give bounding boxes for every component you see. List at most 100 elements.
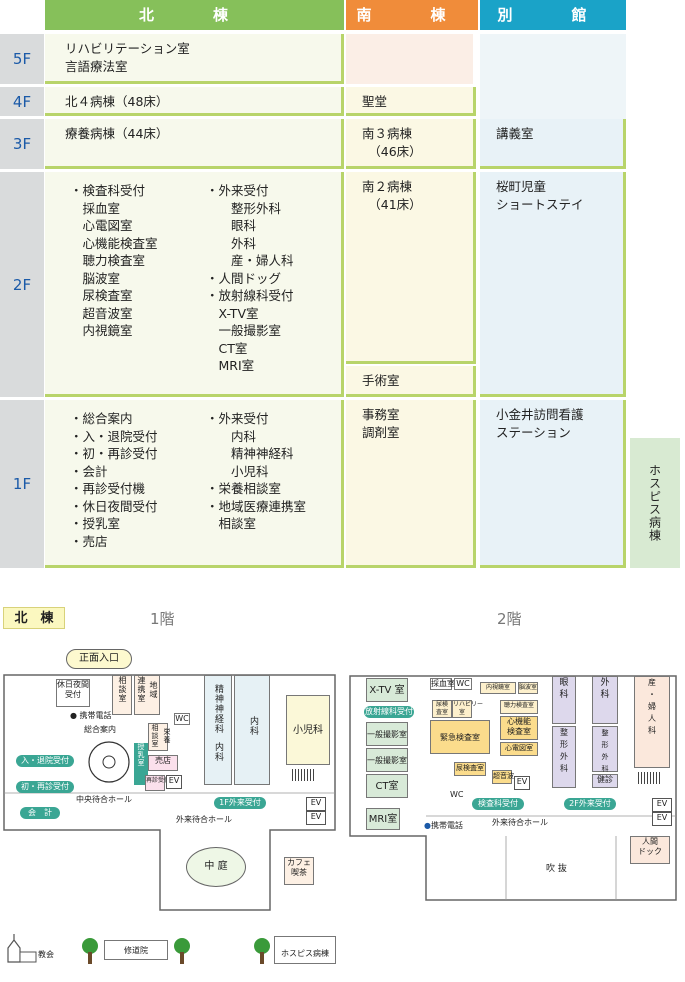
f2-orthopedics: 整 形 外 科 (552, 726, 576, 788)
floor-label-3f: 3F (0, 119, 44, 169)
f1-internal-medicine-room: 内科 (234, 675, 270, 785)
f2-outer-hall: 外来待合ホール (492, 818, 548, 827)
north-3f-ward: 療養病棟（44床） (45, 119, 344, 169)
north-1f-box (45, 400, 344, 568)
f1-reentry-machine: 再診受付機 (145, 775, 176, 791)
f2-xray-room-2: 一般撮影室 (366, 748, 408, 772)
tree-icon (82, 938, 98, 964)
f2-urine-test-small: 尿検 査室 (432, 700, 452, 718)
north-4f-ward: 北４病棟（48床） (45, 87, 344, 116)
f2-urinalysis: 尿検査室 (454, 762, 486, 776)
tree-icon (174, 938, 190, 964)
f1-outpatient-desk[interactable]: 1F外来受付 (214, 797, 266, 809)
annex-header: 別 館 (480, 0, 626, 30)
north-1f-right-list: ・外来受付 内科 精神神経科 小児科 ・栄養相談室 ・地域医療連携室 相談室 (206, 411, 307, 531)
f1-cafe: カフェ 喫茶 (284, 857, 314, 885)
south-2f-ward: 南２病棟 （41床） (346, 172, 476, 364)
f1-regional-liaison: 地域 連携室 (134, 675, 160, 715)
f1-night-reception: 休日夜間 受付 (56, 679, 90, 707)
f2-mri-room: MRI室 (366, 808, 400, 830)
north-2f-right-list: ・外来受付 整形外科 眼科 外科 産・婦人科 ・人間ドッグ ・放射線科受付 X-… (206, 183, 294, 373)
f2-radiology-desk[interactable]: 放射線科受付 (364, 706, 414, 718)
floor2-title: 2階 (497, 610, 522, 628)
f1-outer-hall: 外来待合ホール (176, 815, 232, 824)
f2-stairs (638, 772, 662, 784)
f1-payment-desk[interactable]: 会 計 (20, 807, 60, 819)
f2-blood-draw: 採血室 (430, 678, 455, 690)
f2-surgery: 外 科 (592, 676, 618, 724)
annex-3f-lecture: 講義室 (480, 119, 626, 169)
f1-pediatrics: 小児科 (286, 695, 330, 765)
f2-ecg-room: 心電図室 (500, 742, 538, 756)
f2-xtv-room: X-TV 室 (366, 678, 408, 702)
f1-main-entrance[interactable]: 正面入口 (66, 649, 132, 669)
north-1f-left-list: ・総合案内 ・入・退院受付 ・初・再診受付 ・会計 ・再診受付機 ・休日夜間受付… (70, 411, 158, 549)
f2-ophthalmology: 眼 科 (552, 676, 576, 724)
hospice-ward-box: ホスピス病棟 (630, 438, 680, 568)
f1-psychiatry-room: 精神神経科 内科 (204, 675, 232, 785)
f2-obgyn: 産 ・ 婦 人 科 (634, 676, 670, 768)
south-building-header: 南 棟 (346, 0, 478, 30)
north-2f-left-list: ・検査科受付 採血室 心電図室 心機能検査室 聴力検査室 脳波室 尿検査室 超音… (70, 183, 158, 338)
south-3f-ward: 南３病棟 （46床） (346, 119, 476, 169)
annex-1f-visiting-nurse: 小金井訪問看護 ステーション (480, 400, 626, 568)
f2-wc-2: WC (450, 790, 464, 799)
f2-ultrasound: 超音波 (492, 770, 514, 784)
floor-label-1f: 1F (0, 400, 44, 568)
church-label: 教会 (38, 950, 54, 959)
floor2-map: X-TV 室 放射線科受付 一般撮影室 一般撮影室 CT室 MRI室 採血室 W… (346, 666, 685, 906)
floor-label-5f: 5F (0, 34, 44, 84)
f1-central-hall: 中央待合ホール (76, 795, 132, 804)
f2-phone-area: ●携帯電話 (424, 821, 463, 830)
f1-elevator-small: EV (166, 775, 182, 789)
south-1f-office: 事務室 調剤室 (346, 400, 476, 568)
f1-info-desk (88, 741, 130, 783)
f2-health-check: 健診 (592, 774, 618, 788)
f1-shop: 売店 (148, 755, 178, 771)
f1-general-info: 総合案内 (84, 725, 116, 734)
floor1-map: 正面入口 休日夜間 受付 相談室 地域 連携室 ● 携帯電話 総合案内 WC 栄… (0, 645, 345, 915)
f2-elevator-1: EV (652, 798, 672, 812)
f1-first-visit-desk[interactable]: 初・再診受付 (16, 781, 74, 793)
f2-orthopedics-2: 整 形 外 科 (592, 726, 618, 773)
f2-atrium: 吹 抜 (546, 864, 567, 874)
f2-eeg-room: 脳波室 (518, 682, 538, 694)
f1-nutrition-consult: 栄養 相談室 (148, 723, 171, 751)
f1-elevator-2: EV (306, 811, 326, 825)
floor-label-4f: 4F (0, 87, 44, 116)
convent-label: 修道院 (104, 940, 168, 960)
f2-xray-room-1: 一般撮影室 (366, 722, 408, 746)
legend-row: 教会 修道院 ホスピス病棟 (0, 930, 345, 970)
f1-courtyard: 中 庭 (186, 847, 246, 887)
south-4f-chapel: 聖堂 (346, 87, 476, 116)
hospice-legend-label: ホスピス病棟 (274, 936, 336, 964)
church-icon (7, 934, 37, 963)
f1-phone-area: ● 携帯電話 (70, 711, 112, 720)
f2-ct-room: CT室 (366, 774, 408, 798)
annex-upper-box (480, 34, 626, 119)
north-5f-rooms: リハビリテーション室 言語療法室 (45, 34, 344, 84)
floor-label-2f: 2F (0, 172, 44, 397)
f1-nursing-room: 授乳室 (134, 743, 148, 785)
f2-elevator-small: EV (514, 776, 530, 790)
f2-wc: WC (454, 678, 472, 690)
north-building-header: 北 棟 (45, 0, 344, 30)
hospice-ward-label: ホスピス病棟 (647, 464, 662, 542)
f2-outpatient-desk[interactable]: 2F外来受付 (564, 798, 616, 810)
south-2f-operating-room: 手術室 (346, 366, 476, 397)
f2-lab-desk[interactable]: 検査科受付 (472, 798, 524, 810)
north-building-tag: 北 棟 (3, 607, 65, 629)
f1-consult-room: 相談室 (112, 675, 132, 715)
floor1-title: 1階 (150, 610, 175, 628)
f2-cardiac-function: 心機能 検査室 (500, 716, 538, 740)
f1-stairs (292, 769, 316, 781)
annex-2f-shortstay: 桜町児童 ショートステイ (480, 172, 626, 397)
f2-rehab-room: リハビリー 室 (452, 700, 484, 718)
f1-wc: WC (174, 713, 190, 725)
north-2f-box (45, 172, 344, 397)
south-5f-box (346, 34, 473, 84)
f2-hearing-test: 聴力検査室 (500, 700, 538, 714)
f1-admission-desk[interactable]: 入・退院受付 (16, 755, 74, 767)
f1-elevator-1: EV (306, 797, 326, 811)
f2-elevator-2: EV (652, 812, 672, 826)
